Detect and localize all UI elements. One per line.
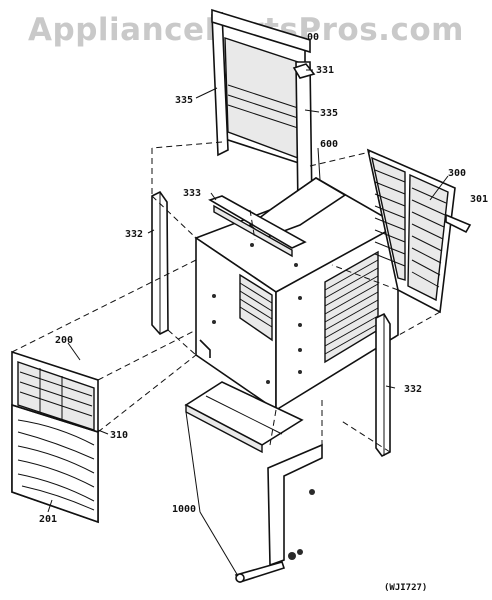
callout-200: 200 — [55, 335, 73, 346]
callout-00: 00 — [307, 32, 319, 43]
rear-bracket-301 — [445, 213, 472, 234]
callout-333: 333 — [183, 188, 201, 199]
mounting-bolt — [234, 489, 315, 583]
callout-331: 331 — [316, 65, 334, 76]
callout-332-right: 332 — [404, 384, 422, 395]
callout-332-left: 332 — [125, 229, 143, 240]
side-rail-332-left — [151, 190, 169, 335]
callout-labels: 00 331 335 335 600 333 300 301 332 200 3… — [39, 32, 488, 593]
callout-335-left: 335 — [175, 95, 193, 106]
callout-301: 301 — [470, 194, 488, 205]
front-louvers — [239, 273, 273, 342]
callout-600: 600 — [320, 139, 338, 150]
top-partition-panel — [211, 8, 313, 209]
callout-300: 300 — [448, 168, 466, 179]
top-clip-331 — [292, 63, 316, 79]
callout-310: 310 — [110, 430, 128, 441]
callout-335-right: 335 — [320, 108, 338, 119]
cabinet-housing — [194, 177, 400, 412]
support-bracket — [267, 443, 323, 567]
reference-code: (WJI727) — [384, 583, 427, 593]
side-rail-332-right — [375, 312, 391, 458]
assembly-guide-lines — [11, 141, 441, 453]
callout-leaders — [47, 69, 449, 577]
callout-1000: 1000 — [172, 504, 196, 515]
grille-rail-310 — [11, 404, 99, 433]
callout-201: 201 — [39, 514, 57, 525]
side-louvers — [324, 250, 379, 364]
base-pan-1000 — [184, 381, 304, 454]
rear-grille-300 — [366, 148, 456, 314]
